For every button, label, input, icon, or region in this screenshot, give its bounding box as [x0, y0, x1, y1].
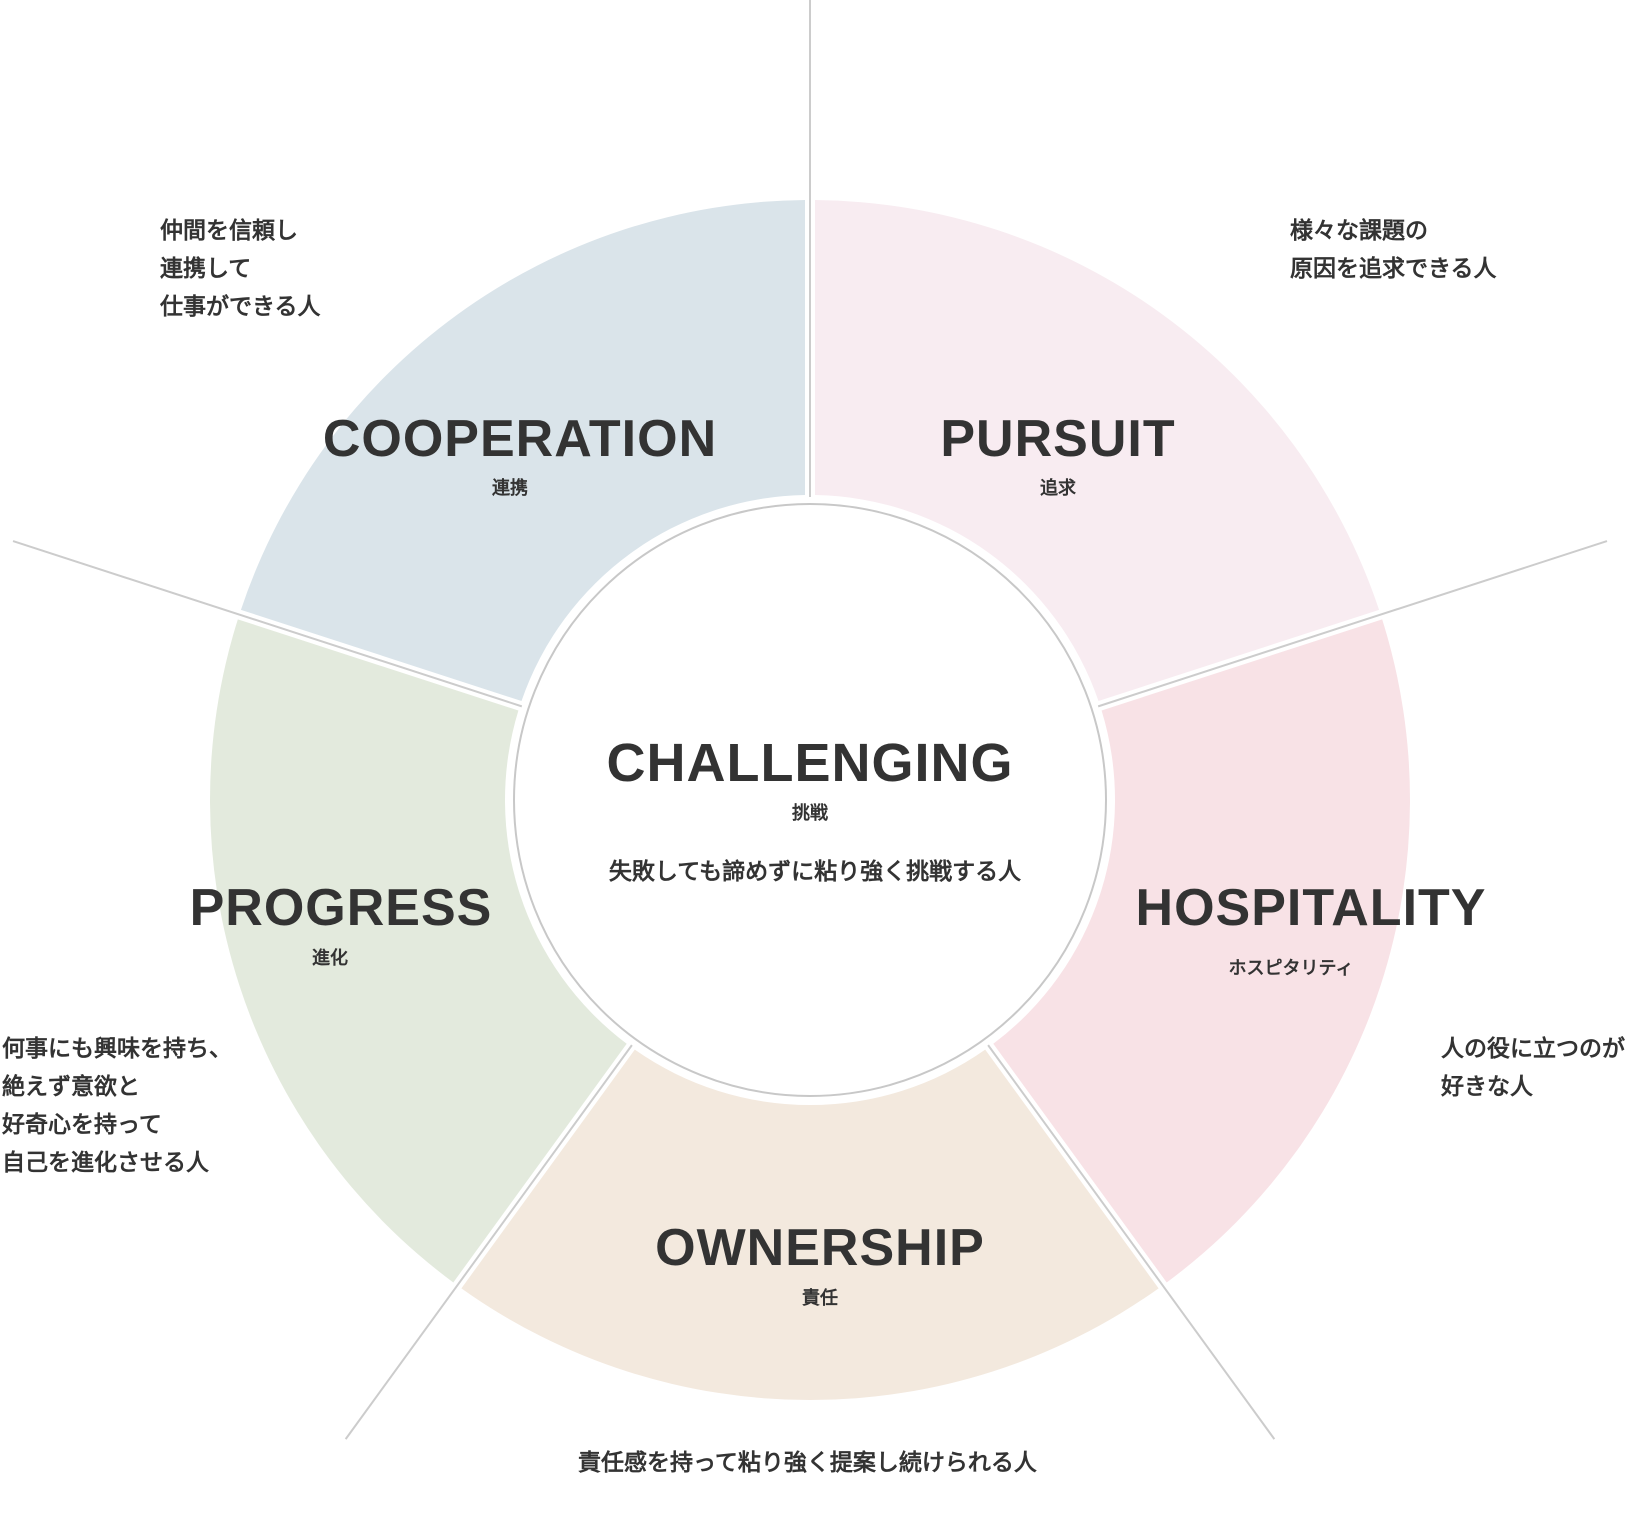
- cooperation-description-line: 仕事ができる人: [160, 294, 321, 320]
- ownership-description-line: 責任感を持って粘り強く提案し続けられる人: [578, 1450, 1037, 1476]
- ownership-title: OWNERSHIP: [655, 1219, 985, 1277]
- cooperation-segment: [240, 200, 805, 702]
- hospitality-description-line: 好きな人: [1441, 1074, 1533, 1100]
- progress-title: PROGRESS: [190, 879, 493, 937]
- hospitality-description: 人の役に立つのが 好きな人: [1441, 1030, 1625, 1106]
- progress-description-line: 絶えず意欲と: [2, 1074, 140, 1100]
- pursuit-segment: [815, 200, 1380, 702]
- cooperation-description: 仲間を信頼し 連携して 仕事ができる人: [160, 212, 321, 326]
- ownership-subtitle: 責任: [802, 1287, 838, 1309]
- progress-subtitle: 進化: [312, 947, 348, 969]
- pursuit-subtitle: 追求: [1040, 477, 1077, 499]
- pursuit-title: PURSUIT: [940, 410, 1175, 468]
- ownership-description: 責任感を持って粘り強く提案し続けられる人: [578, 1444, 1037, 1482]
- center-title: CHALLENGING: [607, 733, 1014, 793]
- divider-line: [987, 1044, 1276, 1440]
- divider-line: [1097, 540, 1608, 708]
- hospitality-description-line: 人の役に立つのが: [1441, 1036, 1625, 1062]
- cooperation-description-line: 連携して: [160, 256, 252, 282]
- progress-description-line: 好奇心を持って: [2, 1112, 162, 1138]
- cooperation-title: COOPERATION: [323, 410, 717, 468]
- divider-line: [12, 540, 523, 708]
- hospitality-segment: [993, 619, 1410, 1283]
- progress-segment: [210, 619, 627, 1283]
- cooperation-subtitle: 連携: [492, 477, 528, 499]
- cooperation-description-line: 仲間を信頼し: [160, 218, 298, 244]
- progress-description-line: 自己を進化させる人: [2, 1150, 209, 1176]
- center-circle: [513, 503, 1107, 1097]
- divider-line: [344, 1044, 633, 1440]
- progress-description-line: 何事にも興味を持ち、: [2, 1036, 232, 1062]
- ownership-segment: [461, 1049, 1159, 1400]
- pursuit-description-line: 様々な課題の: [1290, 218, 1428, 244]
- center-subtitle: 挑戦: [792, 802, 829, 824]
- pursuit-description: 様々な課題の 原因を追求できる人: [1290, 212, 1497, 288]
- hospitality-title: HOSPITALITY: [1136, 879, 1487, 937]
- progress-description: 何事にも興味を持ち、 絶えず意欲と 好奇心を持って 自己を進化させる人: [2, 1030, 232, 1182]
- hospitality-subtitle: ホスピタリティ: [1229, 958, 1354, 979]
- pursuit-description-line: 原因を追求できる人: [1290, 256, 1497, 282]
- center-description: 失敗しても諦めずに粘り強く挑戦する人: [609, 858, 1022, 885]
